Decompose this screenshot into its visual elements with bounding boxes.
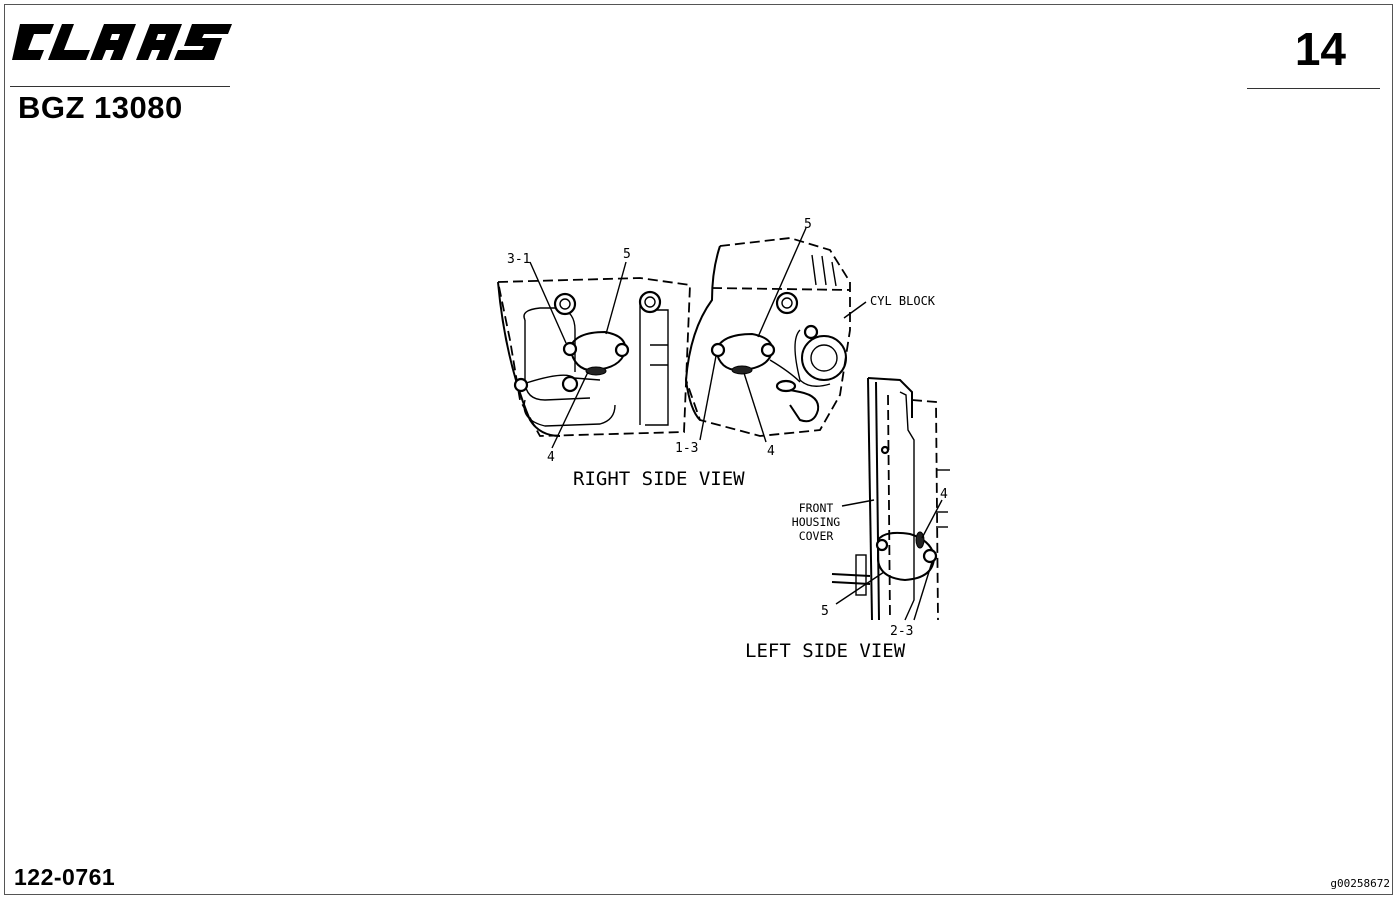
callout-4-left-view: 4 (940, 487, 948, 502)
callout-1-3: 1-3 (675, 441, 698, 456)
callout-3-1: 3-1 (507, 252, 530, 267)
claas-logo-graphic (12, 24, 232, 60)
callout-5-left-view: 5 (821, 604, 829, 619)
page-number: 14 (1294, 23, 1346, 75)
callout-2-3: 2-3 (890, 624, 913, 639)
callout-4-right-left: 4 (547, 450, 555, 465)
page-frame (4, 4, 1393, 895)
front-housing-label-line2: HOUSING (792, 515, 841, 529)
image-id: g00258672 (1330, 877, 1390, 890)
left-side-view-title: LEFT SIDE VIEW (745, 640, 906, 662)
right-view-block-right (684, 227, 867, 443)
front-housing-label-line3: COVER (799, 529, 834, 543)
callout-5-right-left: 5 (623, 247, 631, 262)
left-view-cover (831, 377, 950, 621)
right-view-block-left (496, 261, 691, 449)
document-code: BGZ 13080 (18, 90, 183, 125)
header-rule-left (10, 86, 230, 87)
right-side-view-title: RIGHT SIDE VIEW (573, 468, 745, 490)
cyl-block-label: CYL BLOCK (870, 294, 936, 308)
header-rule-right (1247, 88, 1380, 89)
claas-logo (10, 18, 236, 66)
front-housing-label-line1: FRONT (799, 501, 834, 515)
callout-4-right-right: 4 (767, 444, 775, 459)
part-number: 122-0761 (14, 864, 116, 890)
callout-5-right-right: 5 (804, 217, 812, 232)
